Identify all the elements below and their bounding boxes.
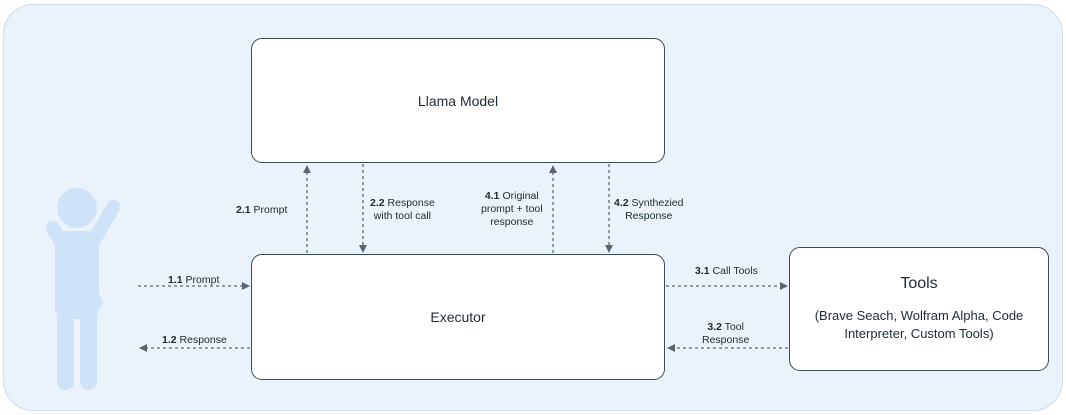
edge-label-1-2: 1.2 Response <box>162 334 227 346</box>
edge-label-2-1: 2.1 Prompt <box>236 204 288 216</box>
tools-detail: (Brave Seach, Wolfram Alpha, Code Interp… <box>814 308 1024 341</box>
edge-label-2-2: 2.2 Response with tool call <box>370 197 435 222</box>
edge-label-3-1: 3.1 Call Tools <box>695 265 758 277</box>
edge-label-4-2: 4.2 Synthezied Response <box>614 197 684 222</box>
llama-model-node: Llama Model <box>251 38 665 163</box>
executor-label: Executor <box>430 309 486 325</box>
tools-node: Tools (Brave Seach, Wolfram Alpha, Code … <box>789 247 1049 371</box>
edge-label-4-1: 4.1 Original prompt + tool response <box>481 190 543 228</box>
edge-label-3-2: 3.2 Tool Response <box>702 321 750 346</box>
edge-label-1-1: 1.1 Prompt <box>168 274 220 286</box>
person-icon <box>45 188 121 390</box>
tools-label: Tools <box>900 275 938 292</box>
executor-node: Executor <box>251 254 665 380</box>
llama-model-label: Llama Model <box>417 92 499 109</box>
